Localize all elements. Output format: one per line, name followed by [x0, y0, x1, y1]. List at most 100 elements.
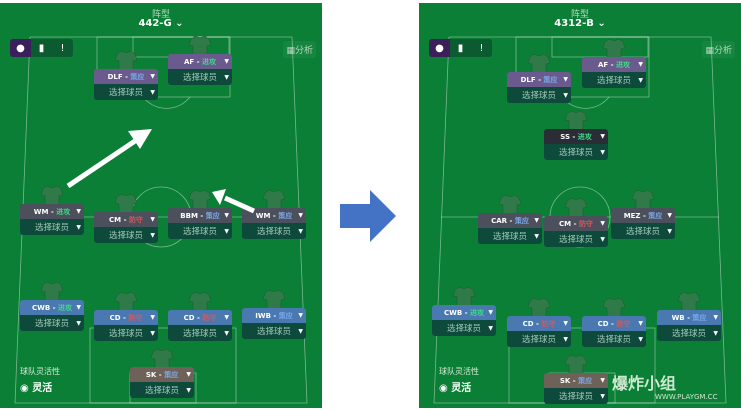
role-name: CM: [109, 215, 122, 224]
jersey-icon: [527, 296, 551, 320]
player-view-icon[interactable]: ●: [10, 39, 31, 57]
role-selector[interactable]: IWB - 策应▼: [242, 308, 306, 323]
dropdown-arrow-icon: ▼: [534, 217, 539, 224]
role-selector[interactable]: DLF - 策应▼: [507, 72, 571, 87]
role-selector[interactable]: CD - 防守▼: [168, 310, 232, 325]
formation-selector[interactable]: 442-G ⌄: [0, 18, 322, 29]
role-selector[interactable]: CD - 防守▼: [582, 316, 646, 331]
role-selector[interactable]: SS - 进攻▼: [544, 129, 608, 144]
select-player-dropdown[interactable]: 选择球员▼: [168, 325, 232, 341]
role-selector[interactable]: WB - 策应▼: [657, 310, 721, 325]
flex-value-button[interactable]: ◉ 灵活: [20, 379, 60, 394]
select-player-dropdown[interactable]: 选择球员▼: [611, 223, 675, 239]
stats-bar-icon[interactable]: ▮: [31, 39, 52, 57]
position-card-sk: SK - 策应▼ 选择球员▼: [544, 373, 608, 404]
dropdown-arrow-icon: ▼: [600, 235, 605, 243]
select-player-dropdown[interactable]: 选择球员▼: [168, 69, 232, 85]
select-player-dropdown[interactable]: 选择球员▼: [544, 388, 608, 404]
role-selector[interactable]: WM - 策应▼: [242, 208, 306, 223]
player-view-icon[interactable]: ●: [429, 39, 450, 57]
dropdown-arrow-icon: ▼: [150, 231, 155, 239]
role-selector[interactable]: CD - 防守▼: [94, 310, 158, 325]
position-card-ss: SS - 进攻▼ 选择球员▼: [544, 129, 608, 160]
role-selector[interactable]: CWB - 进攻▼: [432, 305, 496, 320]
jersey-icon: [498, 193, 522, 217]
role-selector[interactable]: CD - 防守▼: [507, 316, 571, 331]
jersey-icon: [527, 52, 551, 76]
select-player-dropdown[interactable]: 选择球员▼: [432, 320, 496, 336]
dropdown-arrow-icon: ▼: [534, 232, 539, 240]
role-name: CM: [559, 219, 572, 228]
duty-label: 策应: [514, 216, 529, 225]
jersey-icon: [188, 34, 212, 58]
role-selector[interactable]: AF - 进攻▼: [168, 54, 232, 69]
duty-label: 策应: [278, 311, 293, 320]
flex-value-button[interactable]: ◉ 灵活: [439, 379, 479, 394]
jersey-icon: [564, 196, 588, 220]
select-player-dropdown[interactable]: 选择球员▼: [94, 84, 158, 100]
position-card-car: CAR - 策应▼ 选择球员▼: [478, 213, 542, 244]
select-player-dropdown[interactable]: 选择球员▼: [582, 72, 646, 88]
role-selector[interactable]: CWB - 进攻▼: [20, 300, 84, 315]
select-player-dropdown[interactable]: 选择球员▼: [130, 382, 194, 398]
duty-label: 进攻: [56, 207, 71, 216]
alert-icon[interactable]: !: [52, 39, 73, 57]
select-player-dropdown[interactable]: 选择球员▼: [544, 231, 608, 247]
select-player-dropdown[interactable]: 选择球员▼: [582, 331, 646, 347]
analyze-button[interactable]: ▦分析: [283, 41, 316, 58]
role-selector[interactable]: SK - 策应▼: [544, 373, 608, 388]
select-player-dropdown[interactable]: 选择球员▼: [242, 323, 306, 339]
formation-name: 442-G: [138, 18, 172, 29]
stats-bar-icon[interactable]: ▮: [450, 39, 471, 57]
analyze-label: 分析: [713, 46, 732, 56]
role-selector[interactable]: AF - 进攻▼: [582, 57, 646, 72]
duty-label: 进攻: [469, 308, 484, 317]
select-player-dropdown[interactable]: 选择球员▼: [168, 223, 232, 239]
role-name: CD: [183, 313, 195, 322]
duty-label: 策应: [692, 313, 707, 322]
jersey-icon: [631, 188, 655, 212]
jersey-icon: [452, 285, 476, 309]
alert-icon[interactable]: !: [471, 39, 492, 57]
role-selector[interactable]: MEZ - 策应▼: [611, 208, 675, 223]
jersey-icon: [602, 296, 626, 320]
dropdown-arrow-icon: ▼: [638, 61, 643, 68]
select-player-label: 选择球员: [558, 148, 593, 158]
duty-label: 进攻: [615, 60, 630, 69]
select-player-dropdown[interactable]: 选择球员▼: [507, 331, 571, 347]
duty-label: 防守: [541, 319, 556, 328]
role-name: SK: [145, 370, 157, 379]
select-player-dropdown[interactable]: 选择球员▼: [94, 325, 158, 341]
formation-selector[interactable]: 4312-B ⌄: [419, 18, 741, 29]
target-icon: ◉: [20, 383, 29, 394]
role-name: DLF: [520, 75, 536, 84]
flex-value: 灵活: [32, 383, 53, 394]
role-selector[interactable]: SK - 策应▼: [130, 367, 194, 382]
select-player-dropdown[interactable]: 选择球员▼: [478, 228, 542, 244]
select-player-dropdown[interactable]: 选择球员▼: [94, 227, 158, 243]
role-name: CWB: [32, 303, 51, 312]
role-selector[interactable]: CM - 防守▼: [544, 216, 608, 231]
select-player-dropdown[interactable]: 选择球员▼: [20, 315, 84, 331]
role-selector[interactable]: DLF - 策应▼: [94, 69, 158, 84]
role-selector[interactable]: CAR - 策应▼: [478, 213, 542, 228]
select-player-dropdown[interactable]: 选择球员▼: [20, 219, 84, 235]
position-card-af: AF - 进攻▼ 选择球员▼: [582, 57, 646, 88]
dropdown-arrow-icon: ▼: [150, 216, 155, 223]
select-player-dropdown[interactable]: 选择球员▼: [507, 87, 571, 103]
role-selector[interactable]: WM - 进攻▼: [20, 204, 84, 219]
analyze-button[interactable]: ▦分析: [702, 41, 735, 58]
role-name: SS: [560, 132, 570, 141]
select-player-dropdown[interactable]: 选择球员▼: [242, 223, 306, 239]
dropdown-arrow-icon: ▼: [186, 371, 191, 378]
select-player-label: 选择球员: [521, 335, 556, 345]
select-player-label: 选择球员: [671, 329, 706, 339]
select-player-dropdown[interactable]: 选择球员▼: [544, 144, 608, 160]
duty-label: 策应: [130, 72, 145, 81]
role-selector[interactable]: CM - 防守▼: [94, 212, 158, 227]
jersey-icon: [40, 280, 64, 304]
duty-label: 策应: [543, 75, 558, 84]
role-selector[interactable]: BBM - 策应▼: [168, 208, 232, 223]
role-name: WB: [671, 313, 685, 322]
select-player-dropdown[interactable]: 选择球员▼: [657, 325, 721, 341]
